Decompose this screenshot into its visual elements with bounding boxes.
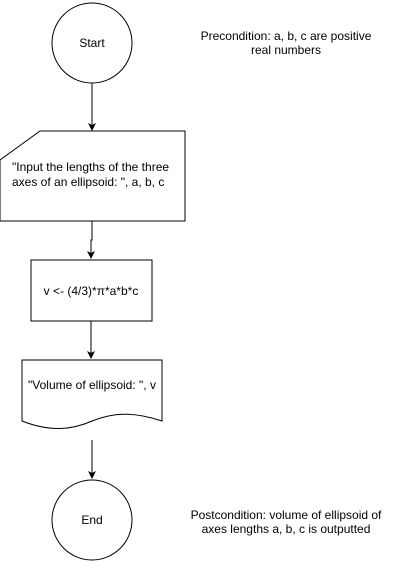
start-label: Start (79, 36, 105, 50)
process-node (30, 259, 153, 322)
process-label: v <- (4/3)*π*a*b*c (44, 284, 139, 298)
output-label: "Volume of ellipsoid: ", v (28, 378, 156, 392)
output-node (21, 359, 163, 429)
precondition-note: Precondition: a, b, c are positive real … (200, 29, 372, 57)
connector-input-process (87, 221, 95, 259)
input-node (0, 130, 186, 222)
postcondition-note: Postcondition: volume of ellipsoid of ax… (190, 508, 382, 536)
input-label: "Input the lengths of the three axes of … (12, 160, 170, 189)
end-node (51, 479, 133, 561)
end-label: End (81, 513, 102, 527)
